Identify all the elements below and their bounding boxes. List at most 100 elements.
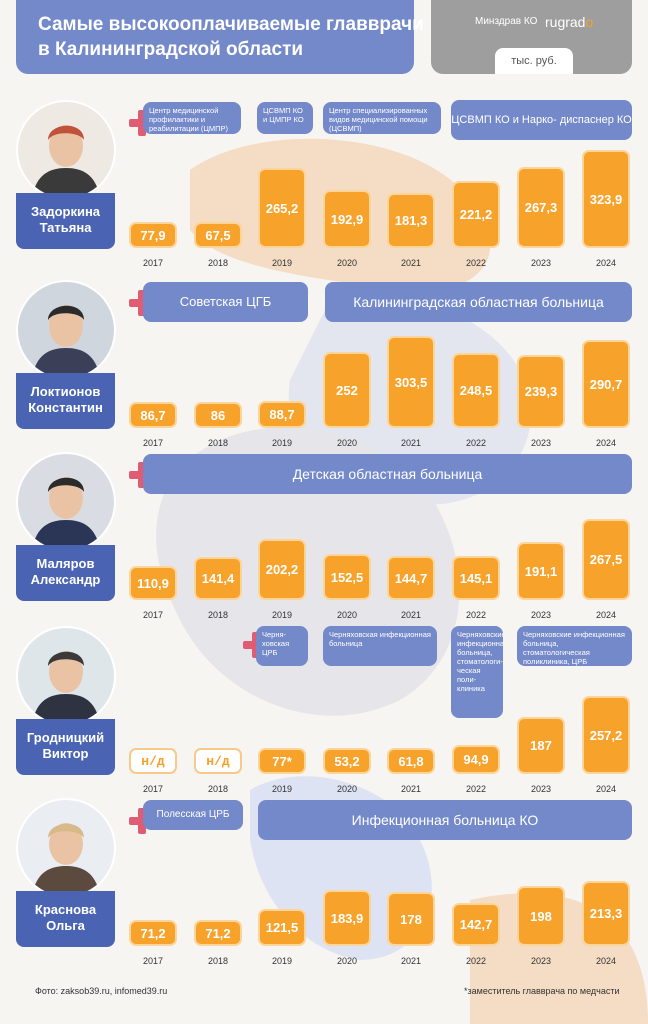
bar-value-label: 71,2	[205, 925, 231, 941]
bar: 178	[387, 892, 435, 946]
bar: 198	[517, 886, 565, 946]
year-tick-label: 2020	[336, 784, 358, 794]
year-tick-label: 2023	[530, 438, 552, 448]
bar: 267,5	[582, 519, 630, 600]
bar: 248,5	[452, 353, 500, 428]
hospital-label: Центр специализированных видов медицинск…	[323, 102, 441, 134]
bar-value-label: 267,5	[589, 552, 623, 567]
bar: 192,9	[323, 190, 371, 248]
year-tick-label: 2022	[465, 258, 487, 268]
bar: 141,4	[194, 557, 242, 600]
year-tick-label: 2022	[465, 956, 487, 966]
bar-value-label: 144,7	[394, 570, 428, 586]
page-title-line1: Самые высокооплачиваемые главврачи	[38, 14, 424, 35]
bar-value-label: 121,5	[265, 920, 299, 935]
bar-value-label: н/д	[206, 753, 230, 769]
source-minzdrav: Минздрав КО	[475, 16, 538, 27]
bar-value-label: 248,5	[459, 383, 493, 398]
hospital-label: Центр медицинской профилактики и реабили…	[143, 102, 241, 134]
year-tick-label: 2020	[336, 438, 358, 448]
avatar	[16, 100, 116, 200]
year-tick-label: 2022	[465, 784, 487, 794]
bar-value-label: 67,5	[205, 227, 231, 243]
year-tick-label: 2017	[142, 258, 164, 268]
bar-value-label: 303,5	[394, 374, 428, 390]
year-tick-label: 2023	[530, 610, 552, 620]
bar: 239,3	[517, 355, 565, 428]
bar-value-label: 145,1	[459, 570, 493, 586]
year-tick-label: 2019	[271, 258, 293, 268]
person-firstname: Татьяна	[39, 220, 92, 235]
year-tick-label: 2018	[207, 784, 229, 794]
year-tick-label: 2019	[271, 610, 293, 620]
bar-value-label: 86,7	[140, 407, 166, 423]
title-box: Самые высокооплачиваемые главврачи в Кал…	[16, 0, 424, 74]
footnote: *заместитель главврача по медчасти	[464, 986, 620, 996]
bar-value-label: 265,2	[265, 200, 299, 216]
hospital-label: Черня- ховская ЦРБ	[256, 626, 308, 666]
hospital-label: Калининградская областная больница	[325, 282, 632, 322]
year-tick-label: 2019	[271, 784, 293, 794]
bar-value-label: 141,4	[201, 571, 235, 586]
bar-value-label: 61,8	[398, 753, 424, 769]
year-tick-label: 2024	[595, 438, 617, 448]
bar: 110,9	[129, 566, 177, 600]
unit-label: тыс. руб.	[495, 48, 573, 74]
bar: 142,7	[452, 903, 500, 946]
bar-value-label: 198	[530, 908, 552, 924]
bar: 183,9	[323, 890, 371, 946]
person-firstname: Виктор	[42, 746, 89, 761]
year-tick-label: 2018	[207, 438, 229, 448]
year-tick-label: 2021	[400, 258, 422, 268]
year-tick-label: 2023	[530, 956, 552, 966]
year-tick-label: 2021	[400, 956, 422, 966]
hospital-label: Полесская ЦРБ	[143, 800, 243, 830]
bar: 152,5	[323, 554, 371, 600]
bar-value-label: 239,3	[524, 384, 558, 399]
bar-value-label: 202,2	[265, 562, 299, 577]
avatar	[16, 280, 116, 380]
hospital-label: Черняховские инфекционная больница, стом…	[517, 626, 632, 666]
bar-value-label: 86	[210, 407, 226, 423]
year-tick-label: 2019	[271, 956, 293, 966]
bar: 221,2	[452, 181, 500, 248]
brand-logo: rugrado	[545, 14, 594, 30]
hospital-label: Советская ЦГБ	[143, 282, 308, 322]
avatar	[16, 626, 116, 726]
bar: 252	[323, 352, 371, 428]
year-tick-label: 2021	[400, 438, 422, 448]
bar: 53,2	[323, 748, 371, 774]
person-surname: Краснова	[34, 902, 97, 917]
year-tick-label: 2023	[530, 784, 552, 794]
bar: 121,5	[258, 909, 306, 946]
bar-value-label: 290,7	[589, 376, 623, 392]
bar-value-label: 110,9	[137, 575, 169, 591]
bar-value-label: 53,2	[334, 753, 360, 769]
bar-value-label: 213,3	[589, 906, 623, 921]
year-tick-label: 2022	[465, 438, 487, 448]
bar: 257,2	[582, 696, 630, 774]
year-tick-label: 2017	[142, 956, 164, 966]
year-tick-label: 2020	[336, 610, 358, 620]
bar: 71,2	[129, 920, 177, 946]
bar-value-label: 142,7	[459, 917, 493, 932]
bar-value-label: 152,5	[330, 569, 364, 585]
year-tick-label: 2024	[595, 956, 617, 966]
hospital-label: Инфекционная больница КО	[258, 800, 632, 840]
bar-value-label: 191,1	[524, 563, 558, 579]
bar: 213,3	[582, 881, 630, 946]
bar: н/д	[129, 748, 177, 774]
person-surname: Гродницкий	[26, 730, 105, 745]
year-tick-label: 2018	[207, 610, 229, 620]
year-tick-label: 2017	[142, 438, 164, 448]
person-surname: Локтионов	[30, 384, 101, 399]
bar-value-label: 181,3	[394, 213, 428, 228]
year-tick-label: 2018	[207, 956, 229, 966]
year-tick-label: 2023	[530, 258, 552, 268]
bar-value-label: 187	[530, 738, 552, 753]
